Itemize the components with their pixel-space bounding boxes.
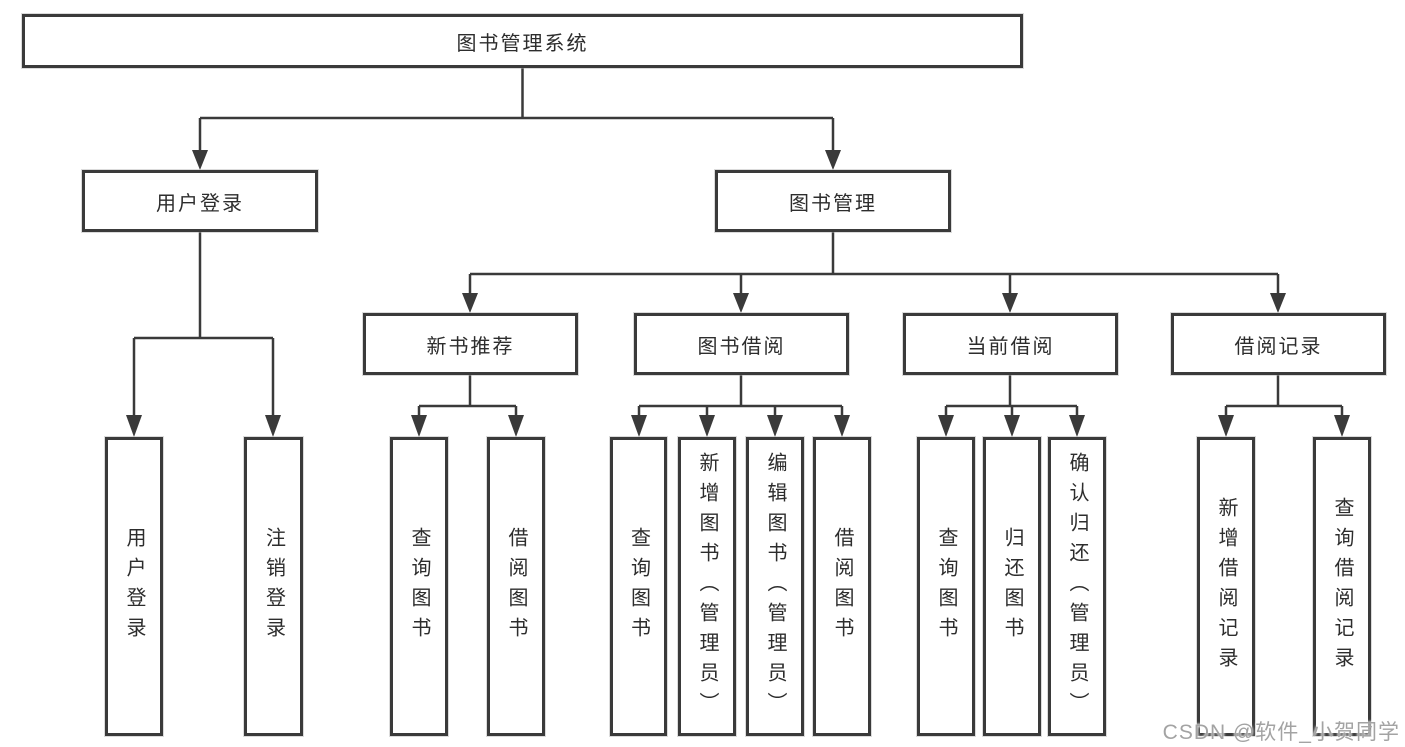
node-label: 用户登录 bbox=[123, 526, 145, 647]
leaf-query-books-recommend: 查询图书 bbox=[390, 437, 448, 736]
node-label: 查询图书 bbox=[627, 526, 650, 647]
csdn-watermark: CSDN @软件_小贺同学 bbox=[1162, 721, 1400, 744]
node-label: 借阅图书 bbox=[505, 526, 527, 647]
node-library-management-system: 图书管理系统 bbox=[22, 14, 1023, 68]
leaf-add-borrow-record: 新增借阅记录 bbox=[1197, 437, 1255, 736]
node-user-login: 用户登录 bbox=[82, 170, 318, 232]
leaf-return-books: 归还图书 bbox=[983, 437, 1041, 736]
node-label: 查询图书 bbox=[935, 526, 957, 647]
node-label: 编辑图书（管理员） bbox=[764, 451, 786, 722]
node-label: 新增图书（管理员） bbox=[696, 451, 718, 722]
node-label: 借阅记录 bbox=[1234, 335, 1323, 358]
node-label: 确认归还（管理员） bbox=[1066, 451, 1088, 722]
leaf-edit-book-admin: 编辑图书（管理员） bbox=[746, 437, 804, 736]
node-label: 用户登录 bbox=[156, 192, 244, 215]
node-label: 归还图书 bbox=[1001, 526, 1023, 647]
node-label: 借阅图书 bbox=[831, 526, 853, 647]
leaf-query-books-current: 查询图书 bbox=[917, 437, 975, 736]
node-label: 当前借阅 bbox=[966, 335, 1055, 358]
node-label: 新增借阅记录 bbox=[1215, 496, 1237, 677]
leaf-query-borrow-record: 查询借阅记录 bbox=[1313, 437, 1371, 736]
node-book-borrowing: 图书借阅 bbox=[634, 313, 849, 375]
leaf-add-book-admin: 新增图书（管理员） bbox=[678, 437, 736, 736]
leaf-confirm-return-admin: 确认归还（管理员） bbox=[1048, 437, 1106, 736]
node-label: 图书管理系统 bbox=[456, 32, 589, 55]
node-new-book-recommendation: 新书推荐 bbox=[363, 313, 578, 375]
node-current-borrowing: 当前借阅 bbox=[903, 313, 1118, 375]
node-label: 注销登录 bbox=[262, 526, 285, 647]
leaf-logout: 注销登录 bbox=[244, 437, 303, 736]
node-borrowing-records: 借阅记录 bbox=[1171, 313, 1386, 375]
node-label: 查询借阅记录 bbox=[1331, 496, 1353, 677]
node-book-management: 图书管理 bbox=[715, 170, 951, 232]
leaf-query-books-borrowing: 查询图书 bbox=[610, 437, 667, 736]
node-label: 图书借阅 bbox=[697, 335, 786, 358]
node-label: 查询图书 bbox=[408, 526, 430, 647]
node-label: 图书管理 bbox=[789, 192, 877, 215]
leaf-user-login: 用户登录 bbox=[105, 437, 163, 736]
leaf-borrow-books-recommend: 借阅图书 bbox=[487, 437, 545, 736]
leaf-borrow-books: 借阅图书 bbox=[813, 437, 871, 736]
node-label: 新书推荐 bbox=[426, 335, 515, 358]
